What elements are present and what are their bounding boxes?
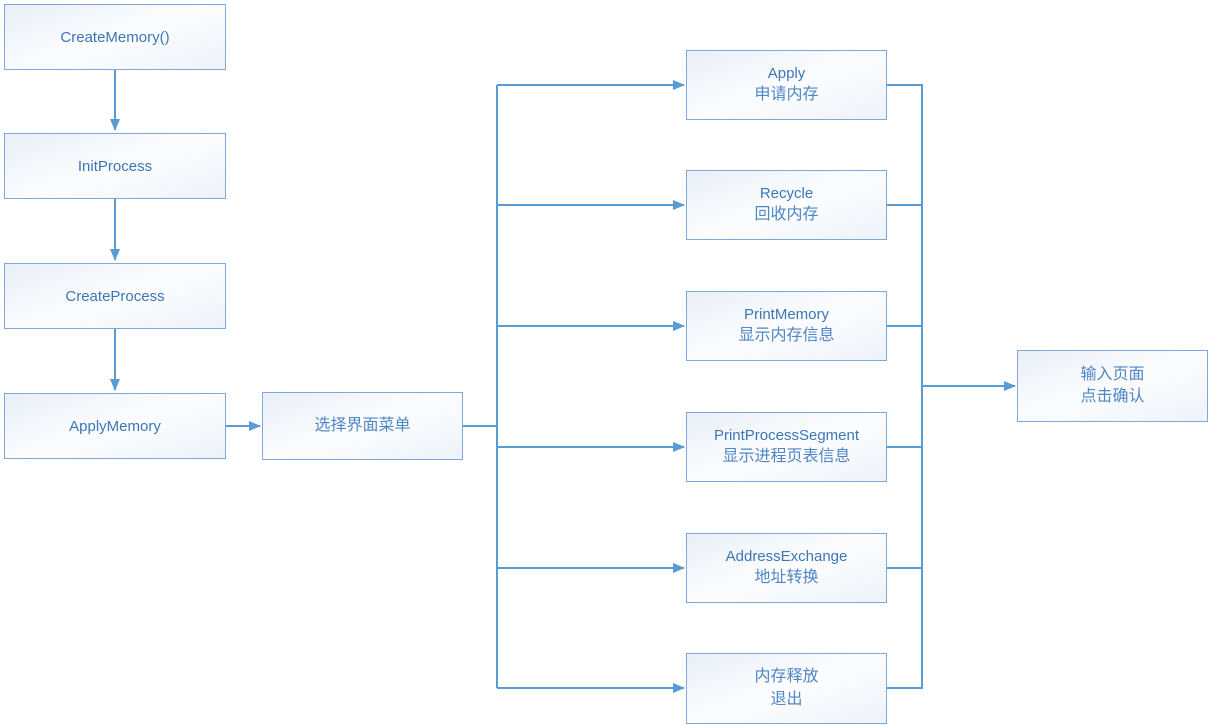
node-apply: Apply 申请内存 (686, 50, 887, 120)
node-addressexchange-title: AddressExchange (725, 548, 848, 566)
node-createprocess-label: CreateProcess (65, 287, 165, 305)
node-recycle-subtitle: 回收内存 (754, 206, 819, 224)
node-apply-title: Apply (767, 65, 806, 83)
node-menu: 选择界面菜单 (262, 392, 463, 460)
node-result: 输入页面 点击确认 (1017, 350, 1208, 422)
node-printprocesssegment: PrintProcessSegment 显示进程页表信息 (686, 412, 887, 482)
node-addressexchange-subtitle: 地址转换 (754, 569, 819, 587)
node-printprocesssegment-title: PrintProcessSegment (713, 427, 860, 445)
node-applymemory: ApplyMemory (4, 393, 226, 459)
node-result-line1: 输入页面 (1080, 365, 1145, 383)
node-addressexchange: AddressExchange 地址转换 (686, 533, 887, 603)
node-result-line2: 点击确认 (1080, 388, 1145, 405)
node-recycle-title: Recycle (759, 185, 814, 203)
node-release-exit: 内存释放 退出 (686, 653, 887, 724)
node-printmemory-subtitle: 显示内存信息 (738, 327, 835, 345)
node-release-exit-title: 内存释放 (754, 668, 819, 686)
node-menu-label: 选择界面菜单 (314, 416, 411, 434)
node-applymemory-label: ApplyMemory (69, 417, 161, 435)
node-recycle: Recycle 回收内存 (686, 170, 887, 240)
node-printmemory-title: PrintMemory (743, 306, 829, 324)
node-apply-subtitle: 申请内存 (754, 86, 819, 104)
node-release-exit-subtitle: 退出 (770, 690, 803, 708)
node-initprocess: InitProcess (4, 133, 226, 199)
node-printmemory: PrintMemory 显示内存信息 (686, 291, 887, 361)
node-creatememory: CreateMemory() (4, 4, 226, 70)
node-initprocess-label: InitProcess (77, 157, 153, 175)
node-printprocesssegment-subtitle: 显示进程页表信息 (722, 448, 851, 466)
node-createprocess: CreateProcess (4, 263, 226, 329)
node-creatememory-label: CreateMemory() (60, 28, 170, 46)
